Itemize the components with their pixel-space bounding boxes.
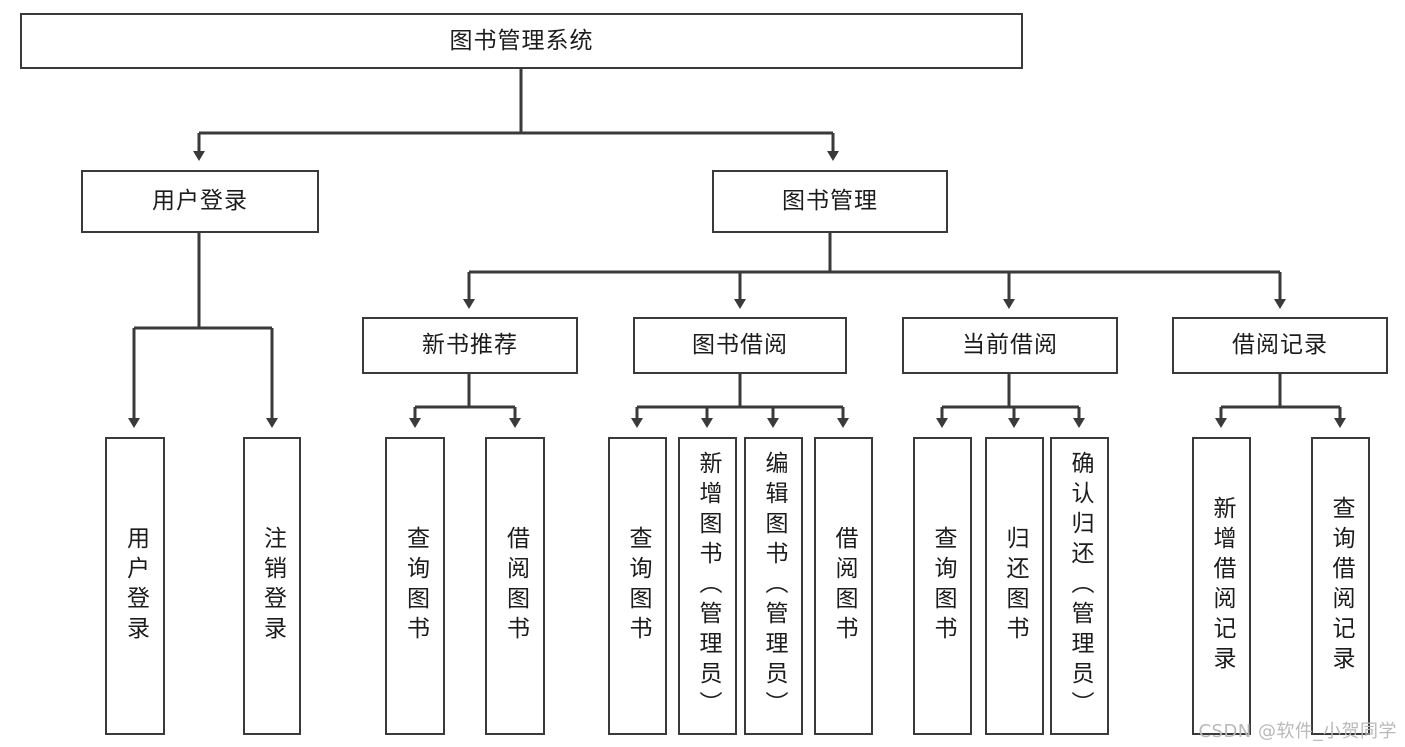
node-leaf-logout-label: 注销登录 xyxy=(259,526,286,646)
node-leaf-add-borrow-record[interactable]: 新增借阅记录 xyxy=(1192,437,1251,735)
node-book-borrow-label: 图书借阅 xyxy=(692,332,788,359)
node-current-borrow[interactable]: 当前借阅 xyxy=(902,317,1118,374)
node-leaf-logout[interactable]: 注销登录 xyxy=(243,437,301,735)
node-leaf-borrow-book-1-label: 借阅图书 xyxy=(502,526,529,646)
node-leaf-confirm-return-admin[interactable]: 确认归还（管理员） xyxy=(1050,437,1109,735)
node-book-management[interactable]: 图书管理 xyxy=(712,170,948,233)
node-leaf-query-borrow-record[interactable]: 查询借阅记录 xyxy=(1311,437,1370,735)
node-leaf-user-login-label: 用户登录 xyxy=(122,526,149,646)
node-leaf-query-book-2[interactable]: 查询图书 xyxy=(608,437,667,735)
node-leaf-add-borrow-record-label: 新增借阅记录 xyxy=(1209,496,1235,676)
node-leaf-return-book[interactable]: 归还图书 xyxy=(985,437,1044,735)
node-root[interactable]: 图书管理系统 xyxy=(20,13,1023,69)
node-root-label: 图书管理系统 xyxy=(449,27,594,54)
node-leaf-add-book-admin-label: 新增图书（管理员） xyxy=(695,451,721,721)
node-leaf-return-book-label: 归还图书 xyxy=(1002,526,1028,646)
node-leaf-user-login[interactable]: 用户登录 xyxy=(105,437,165,735)
node-borrow-record-label: 借阅记录 xyxy=(1232,332,1328,359)
node-current-borrow-label: 当前借阅 xyxy=(962,332,1058,359)
node-book-management-label: 图书管理 xyxy=(782,188,878,215)
node-borrow-record[interactable]: 借阅记录 xyxy=(1172,317,1388,374)
node-leaf-confirm-return-admin-label: 确认归还（管理员） xyxy=(1067,451,1093,721)
node-new-book-recommend-label: 新书推荐 xyxy=(422,332,518,359)
node-user-login-label: 用户登录 xyxy=(152,188,248,215)
node-leaf-query-book-1-label: 查询图书 xyxy=(402,526,429,646)
node-leaf-add-book-admin[interactable]: 新增图书（管理员） xyxy=(678,437,737,735)
node-leaf-edit-book-admin-label: 编辑图书（管理员） xyxy=(761,451,787,721)
node-user-login[interactable]: 用户登录 xyxy=(81,170,319,233)
node-leaf-edit-book-admin[interactable]: 编辑图书（管理员） xyxy=(744,437,803,735)
node-leaf-borrow-book-2-label: 借阅图书 xyxy=(831,526,857,646)
node-leaf-query-book-1[interactable]: 查询图书 xyxy=(385,437,445,735)
node-leaf-query-book-2-label: 查询图书 xyxy=(625,526,651,646)
node-new-book-recommend[interactable]: 新书推荐 xyxy=(362,317,578,374)
node-leaf-borrow-book-1[interactable]: 借阅图书 xyxy=(485,437,545,735)
node-book-borrow[interactable]: 图书借阅 xyxy=(633,317,847,374)
node-leaf-query-book-3[interactable]: 查询图书 xyxy=(913,437,972,735)
node-leaf-borrow-book-2[interactable]: 借阅图书 xyxy=(814,437,873,735)
node-leaf-query-book-3-label: 查询图书 xyxy=(930,526,956,646)
node-leaf-query-borrow-record-label: 查询借阅记录 xyxy=(1328,496,1354,676)
